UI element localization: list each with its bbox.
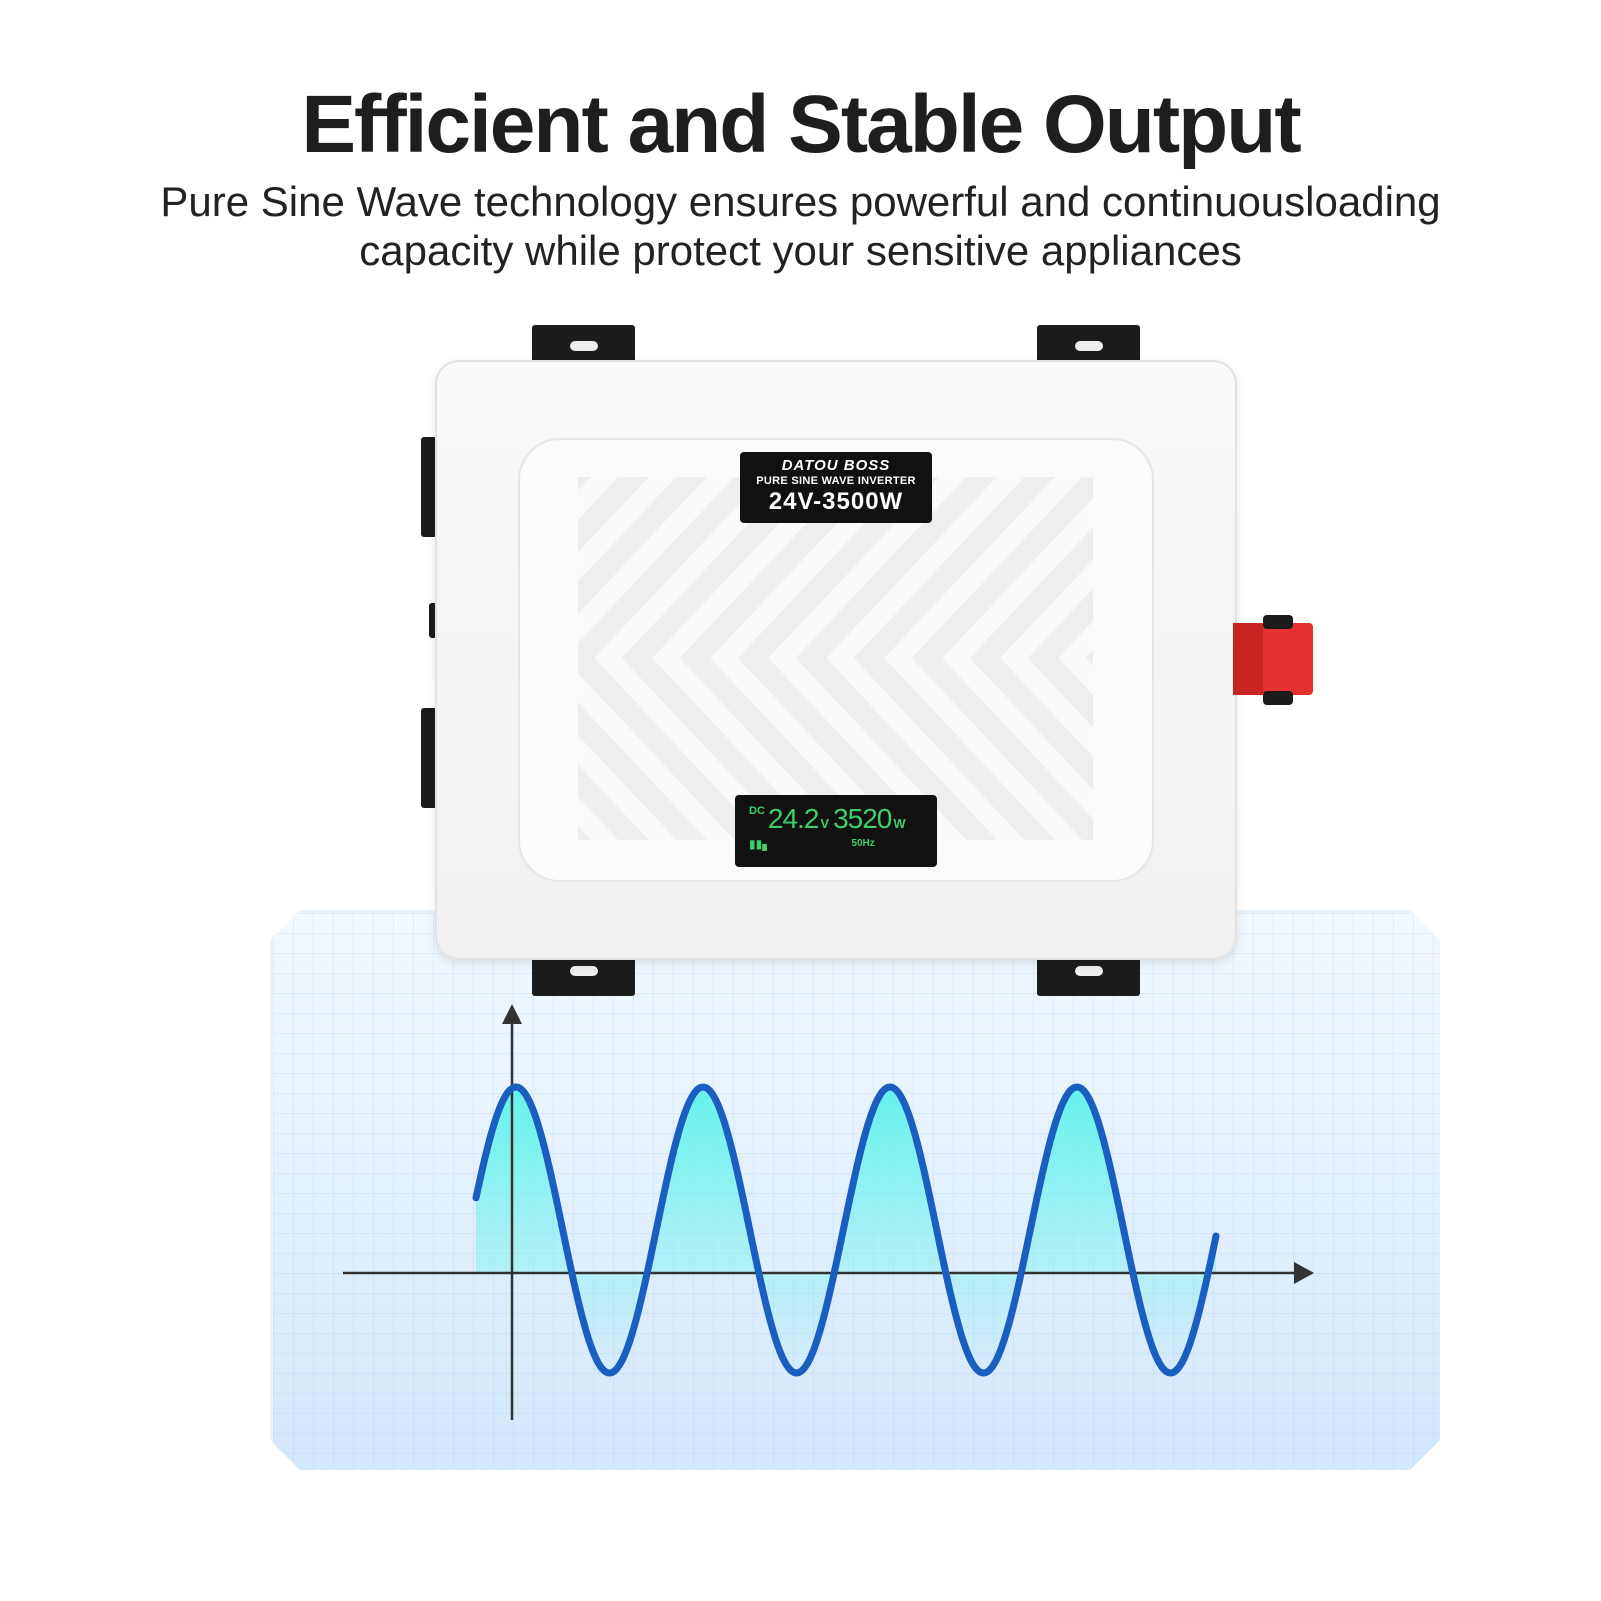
brand-name: DATOU BOSS	[781, 457, 891, 474]
sine-wave	[472, 1083, 1220, 1377]
dc-label: DC	[749, 805, 765, 817]
voltage-unit: V	[820, 816, 830, 831]
frequency-readout: 50Hz	[851, 838, 875, 849]
ac-outlet-side	[421, 437, 437, 537]
y-axis-arrow	[502, 1004, 522, 1024]
vent-slat	[1000, 477, 1093, 840]
model-name: 24V-3500W	[768, 488, 904, 515]
waveform-panel	[270, 910, 1440, 1470]
vent-slat	[942, 477, 1093, 840]
vent-slat	[826, 477, 1028, 840]
vent-slat	[578, 477, 680, 840]
subtitle-line-1: Pure Sine Wave technology ensures powerf…	[160, 178, 1441, 225]
vent-slat	[710, 477, 912, 840]
product-label: DATOU BOSS PURE SINE WAVE INVERTER 24V-3…	[740, 452, 932, 523]
vent-slat	[884, 477, 1086, 840]
x-axis-arrow	[1294, 1262, 1314, 1284]
vent-grille	[578, 477, 1093, 840]
battery-level-icon: ▮▮▖	[749, 837, 772, 851]
power-readout: 3520	[833, 803, 892, 834]
product-type: PURE SINE WAVE INVERTER	[756, 475, 916, 487]
voltage-readout: 24.2	[767, 803, 819, 834]
power-unit: W	[893, 816, 906, 831]
ac-outlet-side	[421, 708, 437, 808]
subtitle-line-2: capacity while protect your sensitive ap…	[359, 227, 1242, 274]
vent-slat	[578, 477, 738, 840]
vent-slat	[652, 477, 854, 840]
vent-slat	[768, 477, 970, 840]
battery-terminal	[1233, 615, 1313, 705]
vent-slat	[594, 477, 796, 840]
switch-side	[429, 603, 437, 638]
page-title: Efficient and Stable Output	[301, 79, 1301, 170]
vent-slat	[1058, 477, 1093, 840]
lcd-display: DC 24.2 V 3520 W ▮▮▖ 50Hz	[735, 795, 937, 867]
